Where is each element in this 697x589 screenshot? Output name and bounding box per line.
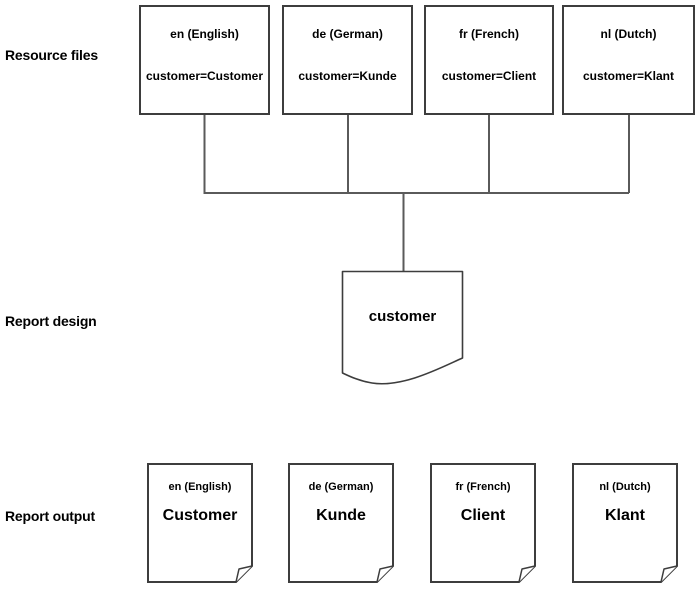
resource-file-entry: customer=Klant xyxy=(582,69,675,83)
dog-ear-fold xyxy=(376,565,394,583)
resource-file-box-de: de (German) customer=Kunde xyxy=(282,5,413,115)
resource-file-locale: nl (Dutch) xyxy=(600,27,657,41)
report-output-word: Klant xyxy=(605,507,645,524)
report-design-document: customer xyxy=(341,270,464,386)
dog-ear-fold xyxy=(660,565,678,583)
report-output-page-de: de (German) Kunde xyxy=(288,463,394,583)
report-output-label: Report output xyxy=(5,508,95,524)
resource-files-label: Resource files xyxy=(5,47,98,63)
resource-file-entry: customer=Customer xyxy=(145,69,264,83)
document-shape xyxy=(341,270,464,385)
page-shape xyxy=(430,463,536,583)
report-design-text: customer xyxy=(368,308,437,325)
resource-file-box-fr: fr (French) customer=Client xyxy=(424,5,554,115)
connector-path xyxy=(203,115,630,272)
report-output-page-en: en (English) Customer xyxy=(147,463,253,583)
report-output-locale: de (German) xyxy=(308,481,374,493)
dog-ear-fold xyxy=(518,565,536,583)
resource-file-box-en: en (English) customer=Customer xyxy=(139,5,270,115)
report-output-word: Client xyxy=(460,507,506,524)
resource-file-entry: customer=Client xyxy=(441,69,537,83)
dog-ear-fold xyxy=(235,565,253,583)
page-shape xyxy=(147,463,253,583)
report-output-locale: fr (French) xyxy=(455,481,511,493)
resource-file-locale: en (English) xyxy=(170,27,239,41)
report-output-page-fr: fr (French) Client xyxy=(430,463,536,583)
resource-file-locale: de (German) xyxy=(312,27,383,41)
page-shape xyxy=(288,463,394,583)
page-shape xyxy=(572,463,678,583)
report-output-word: Kunde xyxy=(316,507,366,524)
report-output-locale: en (English) xyxy=(168,481,232,493)
report-output-page-nl: nl (Dutch) Klant xyxy=(572,463,678,583)
report-output-locale: nl (Dutch) xyxy=(599,481,651,493)
resource-file-entry: customer=Kunde xyxy=(298,69,397,83)
resource-file-box-nl: nl (Dutch) customer=Klant xyxy=(562,5,695,115)
report-design-label: Report design xyxy=(5,313,97,329)
resource-file-locale: fr (French) xyxy=(459,27,519,41)
report-output-word: Customer xyxy=(162,507,238,524)
